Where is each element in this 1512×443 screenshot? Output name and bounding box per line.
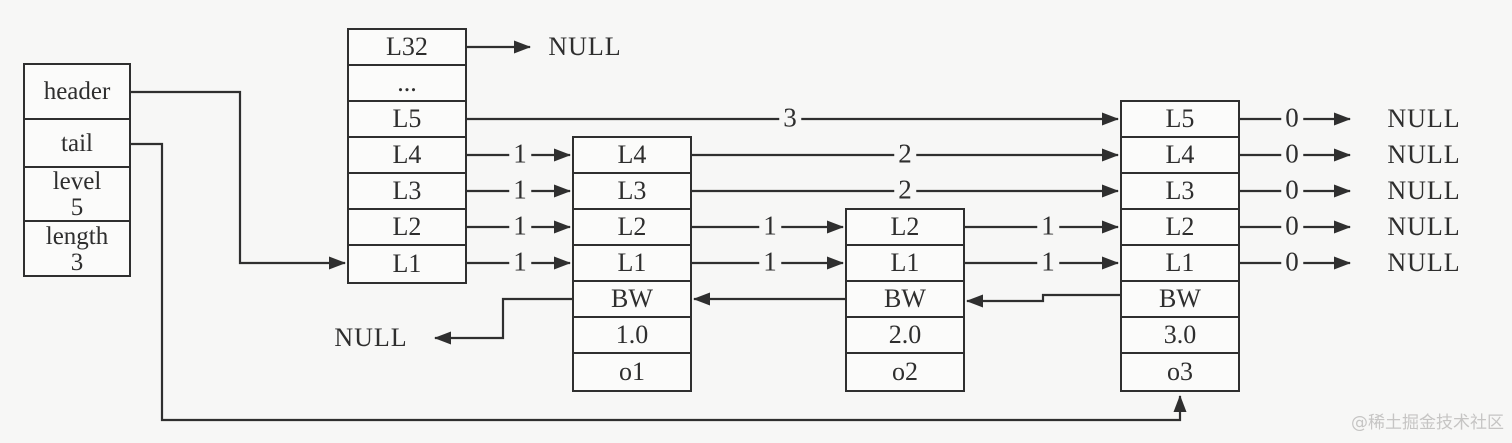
head-node-cell-L4: L4 (349, 138, 465, 174)
head-node-cell-L1: L1 (392, 249, 422, 278)
o2-cell-member: o2 (892, 357, 918, 386)
head-node: L32 ... L5 L4 L3 L2 L1 (347, 28, 467, 284)
head-node-cell-ellipsis: ... (349, 66, 465, 102)
span-label-o3-L2: 0 (1281, 212, 1303, 240)
arrow-o1-BW-null (434, 297, 572, 345)
head-node-cell-L2: L2 (349, 210, 465, 246)
o2-cell-L1: L1 (847, 246, 963, 282)
o3-cell-backward: BW (1122, 282, 1238, 318)
span-label-head-L5: 3 (779, 104, 801, 132)
span-label-o3-L4: 0 (1281, 140, 1303, 168)
level-value: 5 (70, 194, 84, 221)
length-label: length (45, 222, 109, 250)
span-label-o3-L3: 0 (1281, 176, 1303, 204)
null-label-backward: NULL (334, 323, 408, 352)
span-label-o1-L1: 1 (759, 248, 781, 276)
level-label: level (52, 168, 102, 195)
skiplist-struct-box: header tail level 5 length 3 (23, 63, 131, 277)
o1-cell-member: o1 (619, 357, 645, 386)
o1-cell-L2: L2 (574, 210, 690, 246)
o1-cell-score: 1.0 (574, 318, 690, 354)
struct-tail-cell: tail (25, 120, 129, 168)
o2-cell-L2: L2 (847, 210, 963, 246)
o1-cell-L3: L3 (574, 174, 690, 210)
span-label-o1-L4: 2 (894, 140, 916, 168)
span-label-o3-L5: 0 (1281, 104, 1303, 132)
span-label-head-L4: 1 (509, 140, 531, 168)
span-label-head-L1: 1 (509, 248, 531, 276)
span-label-o2-L2: 1 (1037, 212, 1059, 240)
node-o1: L4 L3 L2 L1 BW 1.0 o1 (572, 136, 692, 392)
struct-header-cell: header (25, 65, 129, 120)
pointer-header-to-head-L1 (131, 90, 346, 270)
o3-cell-L1: L1 (1122, 246, 1238, 282)
struct-level-cell: level 5 (25, 168, 129, 222)
arrow-o3-BW-o2 (966, 293, 1120, 308)
o1-cell-backward: BW (574, 282, 690, 318)
span-label-head-L3: 1 (509, 176, 531, 204)
null-label-L3: NULL (1387, 176, 1461, 205)
span-label-head-L2: 1 (509, 212, 531, 240)
head-node-cell-L32: L32 (349, 30, 465, 66)
node-o2: L2 L1 BW 2.0 o2 (845, 208, 965, 392)
o3-cell-member: o3 (1167, 357, 1193, 386)
null-label-L5: NULL (1387, 104, 1461, 133)
span-label-o1-L2: 1 (759, 212, 781, 240)
span-label-o3-L1: 0 (1281, 248, 1303, 276)
null-label-L4: NULL (1387, 140, 1461, 169)
o3-cell-L2: L2 (1122, 210, 1238, 246)
o3-cell-score: 3.0 (1122, 318, 1238, 354)
null-label-top: NULL (548, 32, 622, 61)
span-label-o1-L3: 2 (894, 176, 916, 204)
struct-length-cell: length 3 (25, 222, 129, 275)
o2-cell-backward: BW (847, 282, 963, 318)
head-node-cell-L3: L3 (349, 174, 465, 210)
span-label-o2-L1: 1 (1037, 248, 1059, 276)
o3-cell-L5: L5 (1122, 102, 1238, 138)
o3-cell-L3: L3 (1122, 174, 1238, 210)
o1-cell-L1: L1 (574, 246, 690, 282)
length-value: 3 (70, 248, 84, 276)
node-o3: L5 L4 L3 L2 L1 BW 3.0 o3 (1120, 100, 1240, 392)
head-node-cell-L5: L5 (349, 102, 465, 138)
o2-cell-score: 2.0 (847, 318, 963, 354)
pointer-tail-to-o3 (131, 142, 1187, 422)
o1-cell-L4: L4 (574, 138, 690, 174)
null-label-L1: NULL (1387, 248, 1461, 277)
watermark: @稀土掘金技术社区 (1351, 413, 1504, 433)
o3-cell-L4: L4 (1122, 138, 1238, 174)
null-label-L2: NULL (1387, 212, 1461, 241)
